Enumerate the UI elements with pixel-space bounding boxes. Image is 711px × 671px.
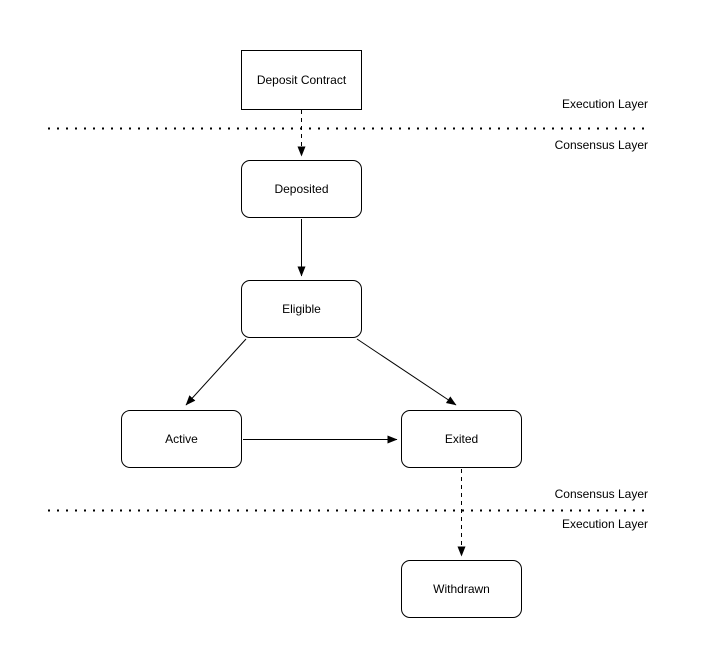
edge-eligible-to-active [185, 338, 247, 406]
node-eligible-label: Eligible [282, 301, 321, 316]
node-active: Active [121, 410, 242, 468]
node-deposited-label: Deposited [274, 181, 329, 196]
node-deposit-contract-label: Deposit Contract [256, 72, 347, 87]
bottom-divider-label-above: Consensus Layer [554, 487, 648, 501]
node-eligible: Eligible [241, 280, 362, 338]
node-deposit-contract: Deposit Contract [241, 50, 362, 110]
top-divider-label-below: Consensus Layer [554, 138, 648, 152]
edge-eligible-to-exited [356, 338, 457, 406]
node-deposited: Deposited [241, 160, 362, 218]
node-exited-label: Exited [444, 431, 479, 446]
node-withdrawn-label: Withdrawn [433, 581, 490, 596]
bottom-divider-label-below: Execution Layer [561, 517, 648, 531]
top-divider-label-above: Execution Layer [561, 97, 648, 111]
node-exited: Exited [401, 410, 522, 468]
node-active-label: Active [165, 431, 198, 446]
node-withdrawn: Withdrawn [401, 560, 522, 618]
